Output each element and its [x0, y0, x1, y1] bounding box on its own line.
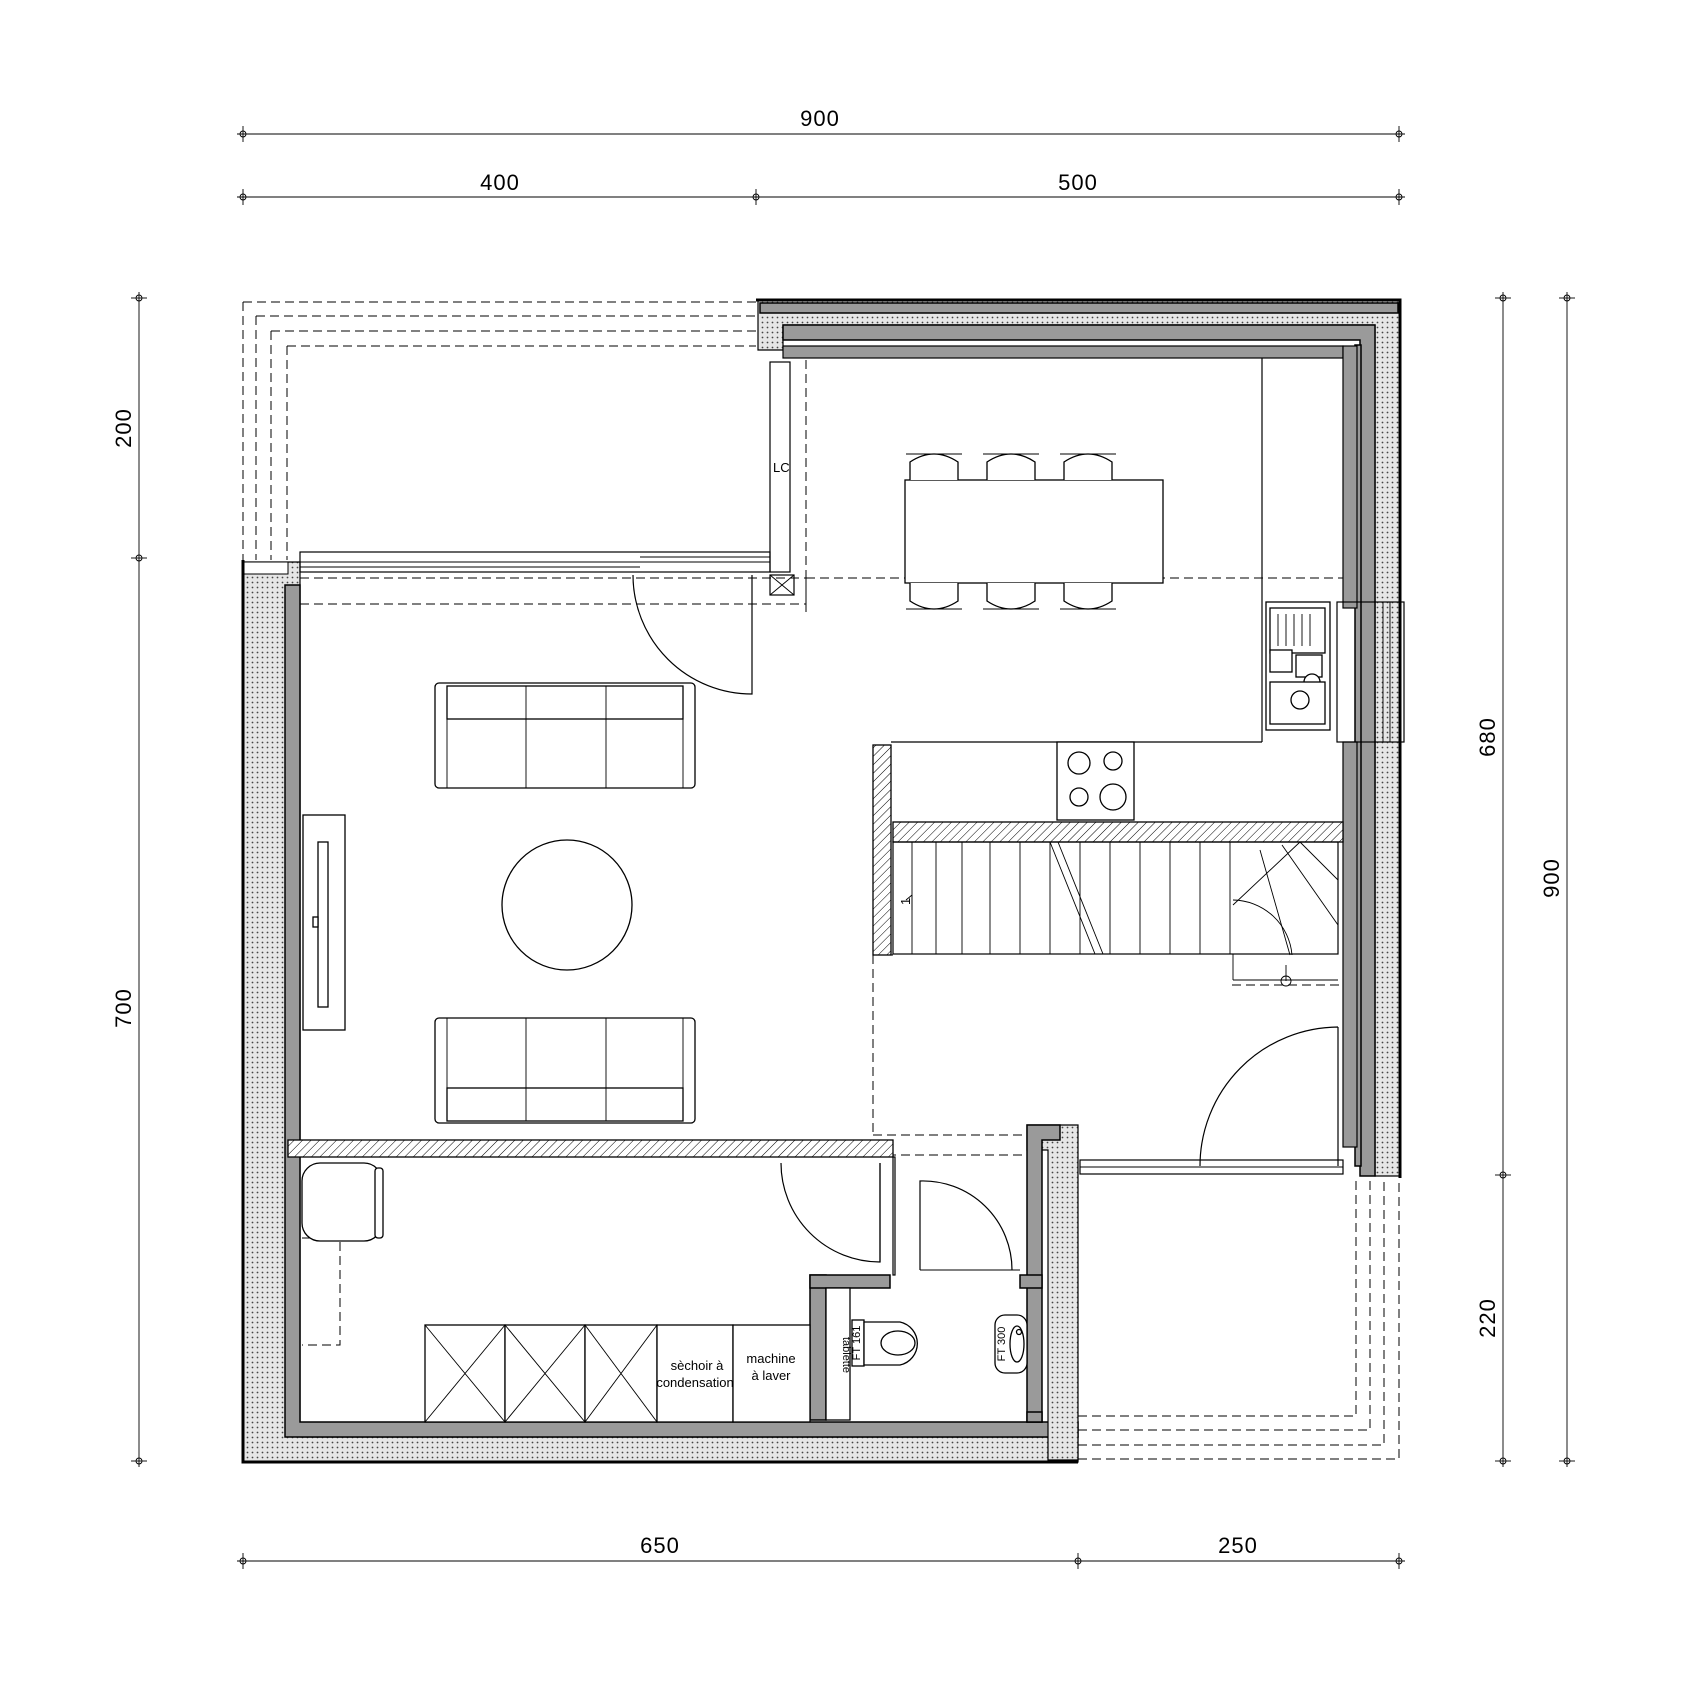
hand-basin: FT 300 [994, 1314, 1028, 1374]
toilet: FT 161 [851, 1319, 918, 1367]
interior-walls [287, 744, 1344, 1421]
stair-direction-arrow: 1 [898, 898, 913, 905]
dryer: sèchoir à condensation [656, 1324, 734, 1423]
door-wc[interactable] [919, 1180, 1020, 1271]
washer-label-line2: à laver [751, 1368, 791, 1383]
laundry-chair [301, 1162, 384, 1242]
staircase: 1 [892, 841, 1339, 987]
dimension-left-upper-label: 200 [111, 408, 136, 448]
terrace-top-left-outline [242, 301, 807, 612]
dimension-top-total: 900 [237, 106, 1405, 142]
dimension-left: 200 700 [111, 292, 147, 1467]
dimension-right-inner: 680 220 [1475, 292, 1511, 1467]
storage-cabinets [424, 1324, 658, 1423]
coffee-table-round [501, 839, 633, 971]
terrace-bottom-right-outline [1078, 1180, 1400, 1460]
sliding-door-top[interactable]: LC [299, 361, 795, 596]
chair [983, 453, 1039, 480]
chair [1060, 583, 1116, 610]
kitchen-counter [891, 358, 1405, 743]
dimension-top-split: 400 500 [237, 170, 1405, 205]
sofa-lower [434, 1017, 696, 1124]
exterior-wall-upper-right [756, 298, 1402, 1178]
dryer-label-line2: condensation [656, 1375, 733, 1390]
washing-machine: machine à laver [732, 1324, 811, 1423]
dryer-label-line1: sèchoir à [671, 1358, 725, 1373]
dining-table [904, 479, 1164, 584]
dimension-right-outer-label: 900 [1539, 858, 1564, 898]
chair [983, 583, 1039, 610]
kitchen-cooktop [1056, 741, 1135, 821]
dimension-bottom: 650 250 [237, 1533, 1405, 1569]
door-entrance[interactable] [1079, 1026, 1344, 1175]
door-laundry[interactable] [780, 1162, 881, 1263]
dimension-left-lower-label: 700 [111, 988, 136, 1028]
toilet-ref-label: FT 161 [851, 1326, 863, 1361]
lc-label: LC [773, 460, 790, 475]
wc-shelf: tablette [825, 1287, 852, 1421]
dimension-right-inner-lower-label: 220 [1475, 1298, 1500, 1338]
chair [906, 453, 962, 480]
dimension-top-left-label: 400 [480, 170, 520, 195]
dimension-bottom-right-label: 250 [1218, 1533, 1258, 1558]
exterior-wall-wc [1026, 1124, 1079, 1461]
dimension-top-right-label: 500 [1058, 170, 1098, 195]
basin-ref-label: FT 300 [996, 1327, 1008, 1362]
dimension-right-inner-upper-label: 680 [1475, 717, 1500, 757]
washer-label-line1: machine [746, 1351, 795, 1366]
chair [906, 583, 962, 610]
dimension-top-total-label: 900 [800, 106, 840, 131]
dimension-bottom-left-label: 650 [640, 1533, 680, 1558]
shelf-label: tablette [840, 1337, 852, 1373]
chair [1060, 453, 1116, 480]
sofa-upper [434, 682, 696, 789]
tv-cabinet [302, 814, 346, 1031]
door-living-entry[interactable] [632, 574, 753, 695]
dimension-right-outer: 900 [1539, 292, 1575, 1467]
dining-chairs [906, 453, 1116, 610]
